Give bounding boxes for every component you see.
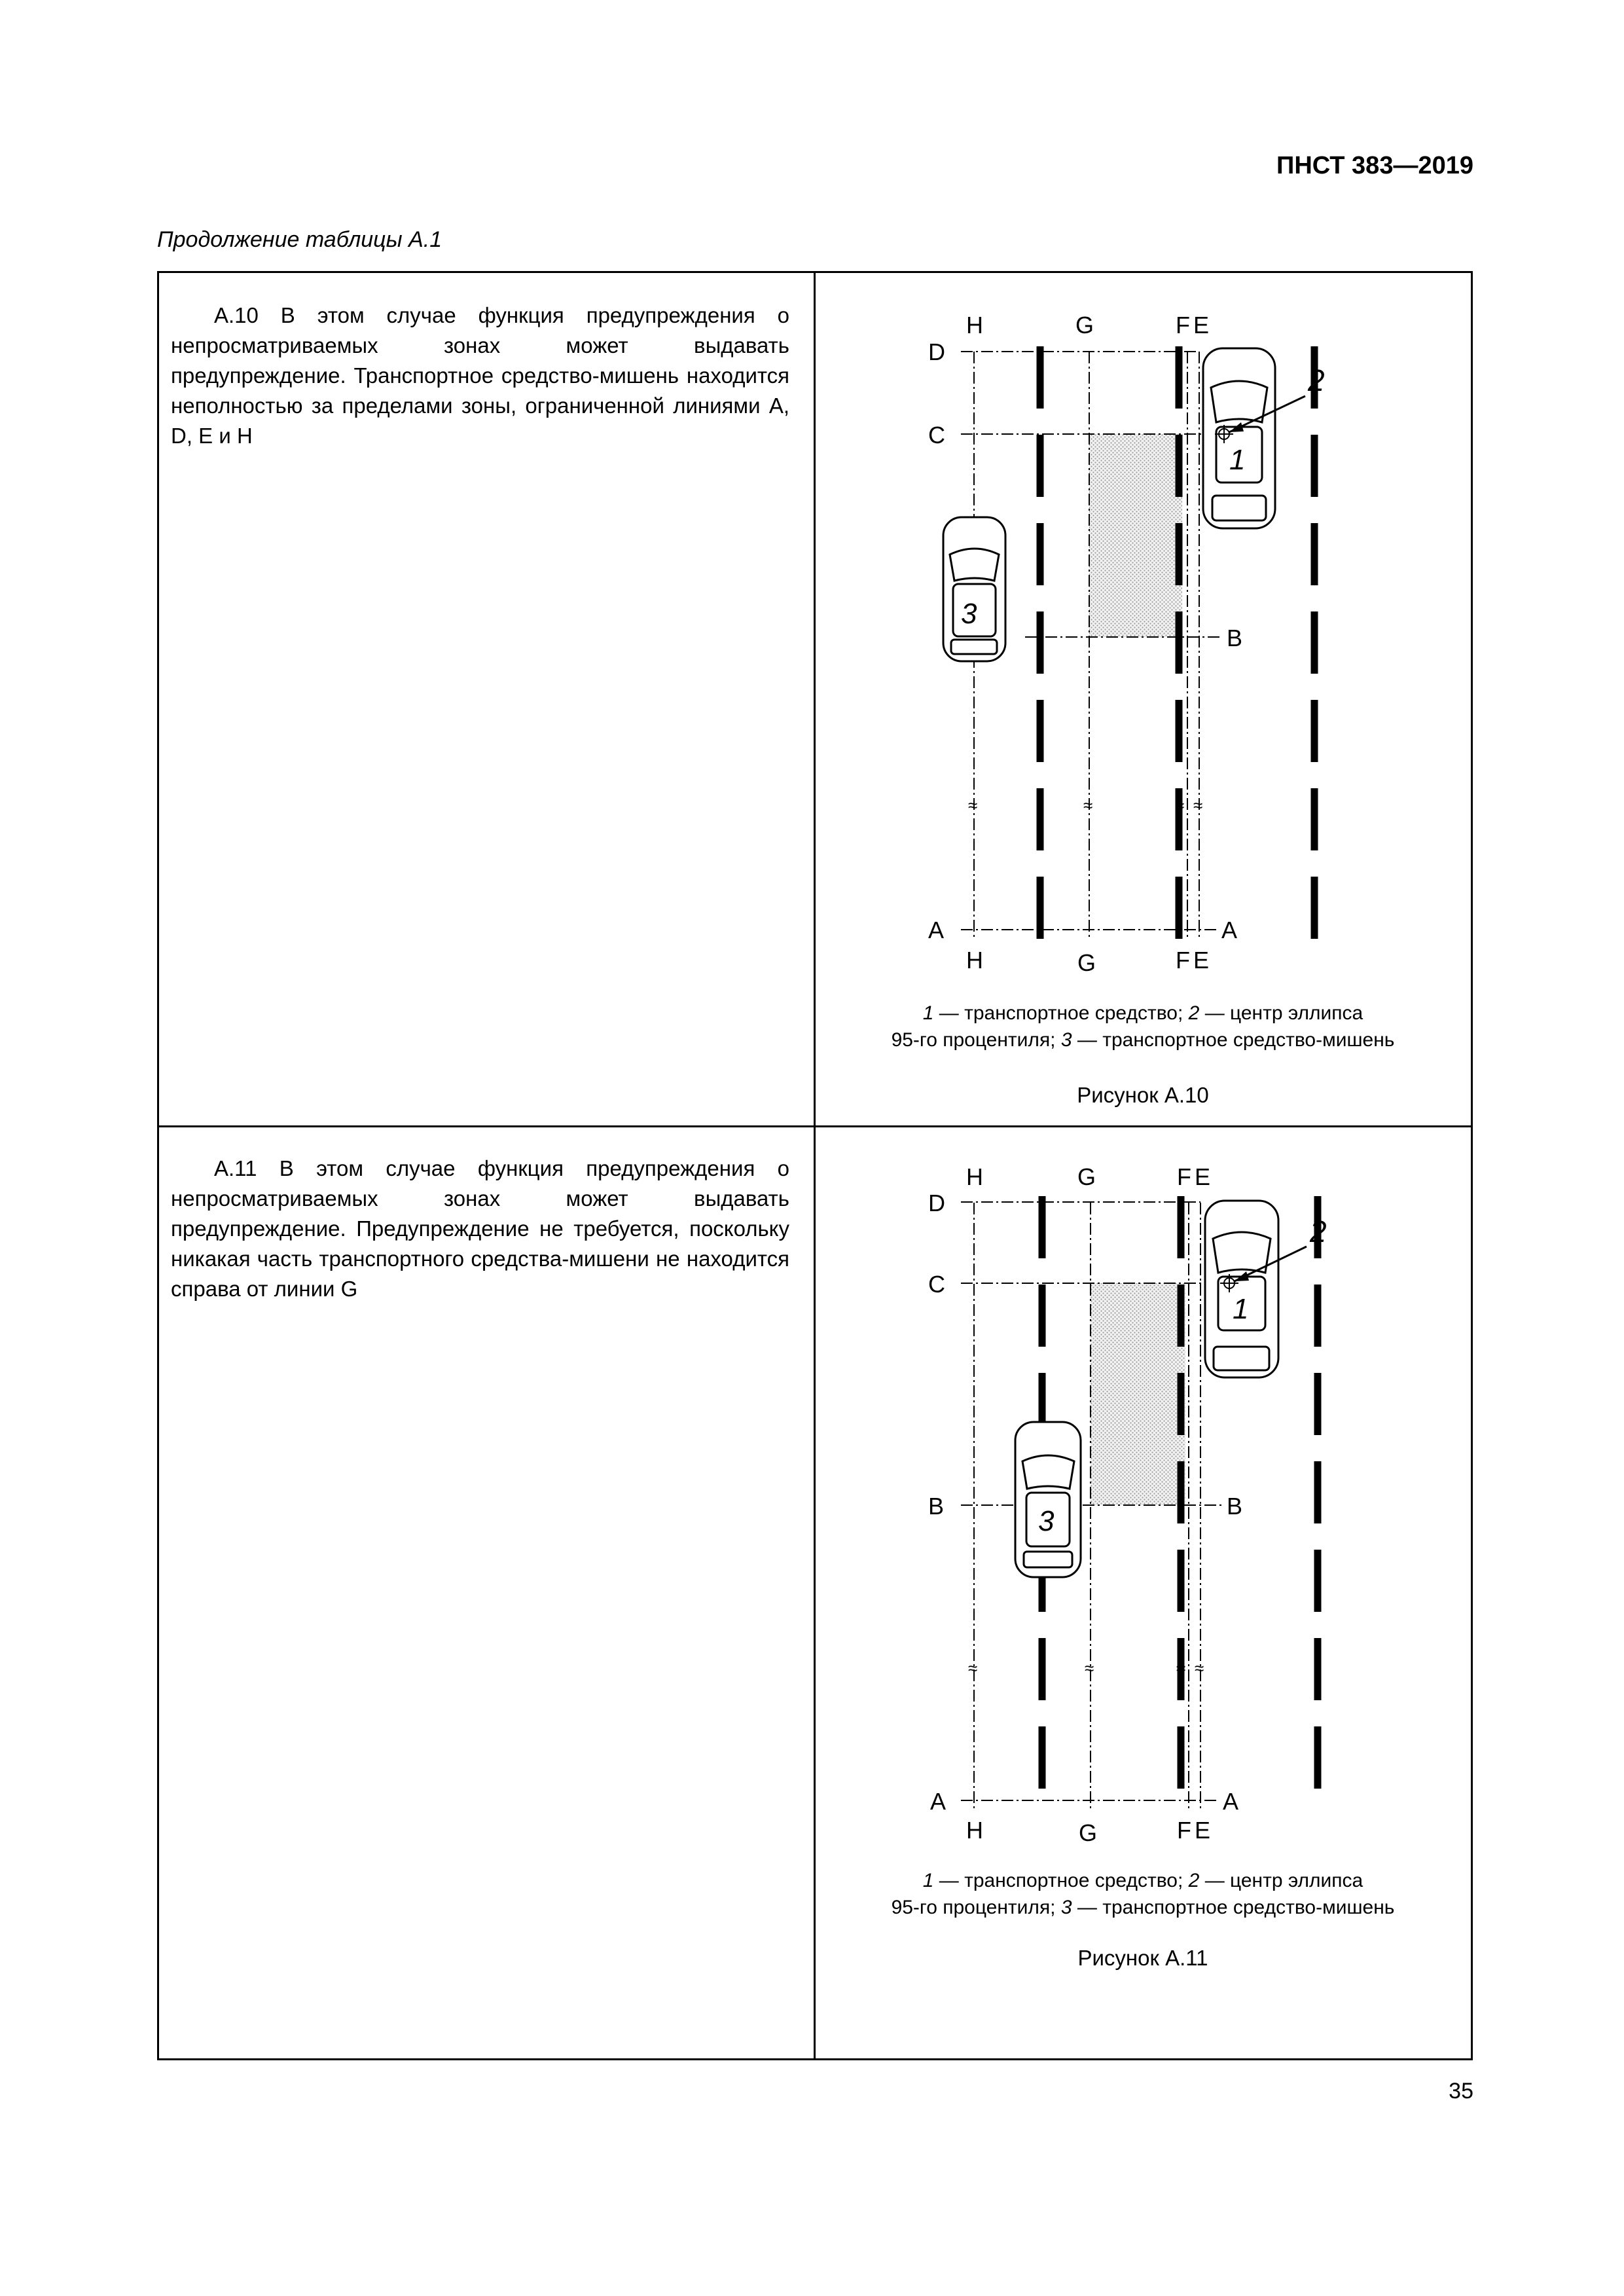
- marker-1: 1: [1229, 444, 1245, 476]
- ellipse-center-marker: [1215, 425, 1233, 443]
- label-h-top: H: [966, 312, 983, 338]
- table-a1: А.10 В этом случае функция предупреждени…: [157, 271, 1473, 2060]
- break-mark: ≈: [1193, 795, 1202, 815]
- break-mark: ≈: [1195, 1658, 1204, 1678]
- label-h-top: H: [966, 1163, 983, 1190]
- label-g-bottom: G: [1077, 949, 1096, 976]
- vehicle-1: [1202, 347, 1276, 530]
- table-row-divider: [159, 1125, 1471, 1127]
- break-mark: ≈: [968, 795, 977, 815]
- label-e-top: E: [1195, 1163, 1210, 1190]
- label-e-bottom: E: [1193, 947, 1209, 974]
- marker-3: 3: [1038, 1505, 1055, 1537]
- label-d: D: [928, 1190, 945, 1216]
- row-a10-text: А.10 В этом случае функция предупреждени…: [171, 303, 789, 448]
- label-a-left: A: [928, 917, 944, 943]
- label-a-left: A: [930, 1788, 946, 1815]
- label-b-right: B: [1227, 625, 1242, 651]
- figure-a11-legend: 1 — транспортное средство; 2 — центр элл…: [891, 1870, 1395, 1918]
- label-b-right: B: [1227, 1493, 1242, 1520]
- label-f-top: F: [1176, 312, 1190, 338]
- label-f-bottom: F: [1176, 947, 1190, 974]
- break-mark: ≈: [1176, 1658, 1185, 1678]
- page-number: 35: [1449, 2079, 1473, 2104]
- marker-2: 2: [1307, 363, 1325, 397]
- label-a-right: A: [1223, 1788, 1238, 1815]
- label-f-top: F: [1177, 1163, 1191, 1190]
- label-c: C: [928, 1271, 945, 1298]
- vehicle-3: [1014, 1421, 1082, 1578]
- table-caption: Продолжение таблицы А.1: [157, 227, 442, 252]
- row-a11-text: А.11 В этом случае функция предупреждени…: [171, 1156, 789, 1301]
- document-code: ПНСТ 383—2019: [1276, 152, 1473, 179]
- label-f-bottom: F: [1177, 1817, 1191, 1844]
- label-a-right: A: [1221, 917, 1237, 943]
- marker-2: 2: [1309, 1214, 1327, 1248]
- label-g-top: G: [1077, 1163, 1096, 1190]
- figure-a10-title: Рисунок А.10: [1077, 1083, 1209, 1107]
- figure-a11-title: Рисунок А.11: [1077, 1946, 1208, 1970]
- label-b-left: B: [928, 1493, 944, 1520]
- marker-1: 1: [1233, 1293, 1248, 1325]
- label-c: C: [928, 422, 945, 448]
- vehicle-1: [1204, 1199, 1280, 1379]
- break-mark: ≈: [968, 1658, 977, 1678]
- ellipse-center-marker: [1220, 1274, 1238, 1292]
- label-h-bottom: H: [966, 1817, 983, 1844]
- vehicle-3: [942, 516, 1007, 663]
- figure-a10: ≈ ≈ ≈ ≈: [816, 273, 1470, 1125]
- table-column-divider: [814, 273, 816, 2058]
- blind-zone-area: [1089, 434, 1182, 637]
- marker-3: 3: [961, 598, 977, 630]
- label-e-bottom: E: [1195, 1817, 1210, 1844]
- label-e-top: E: [1193, 312, 1209, 338]
- label-d: D: [928, 338, 945, 365]
- break-mark: ≈: [1085, 1658, 1094, 1678]
- blind-zone-area: [1091, 1283, 1185, 1505]
- break-mark: ≈: [1175, 795, 1184, 815]
- figure-a10-legend: 1 — транспортное средство; 2 — центр элл…: [891, 1002, 1395, 1051]
- label-h-bottom: H: [966, 947, 983, 974]
- figure-a11: ≈ ≈ ≈ ≈: [816, 1127, 1470, 1980]
- label-g-bottom: G: [1079, 1819, 1097, 1846]
- break-mark: ≈: [1083, 795, 1092, 815]
- label-g-top: G: [1075, 312, 1094, 338]
